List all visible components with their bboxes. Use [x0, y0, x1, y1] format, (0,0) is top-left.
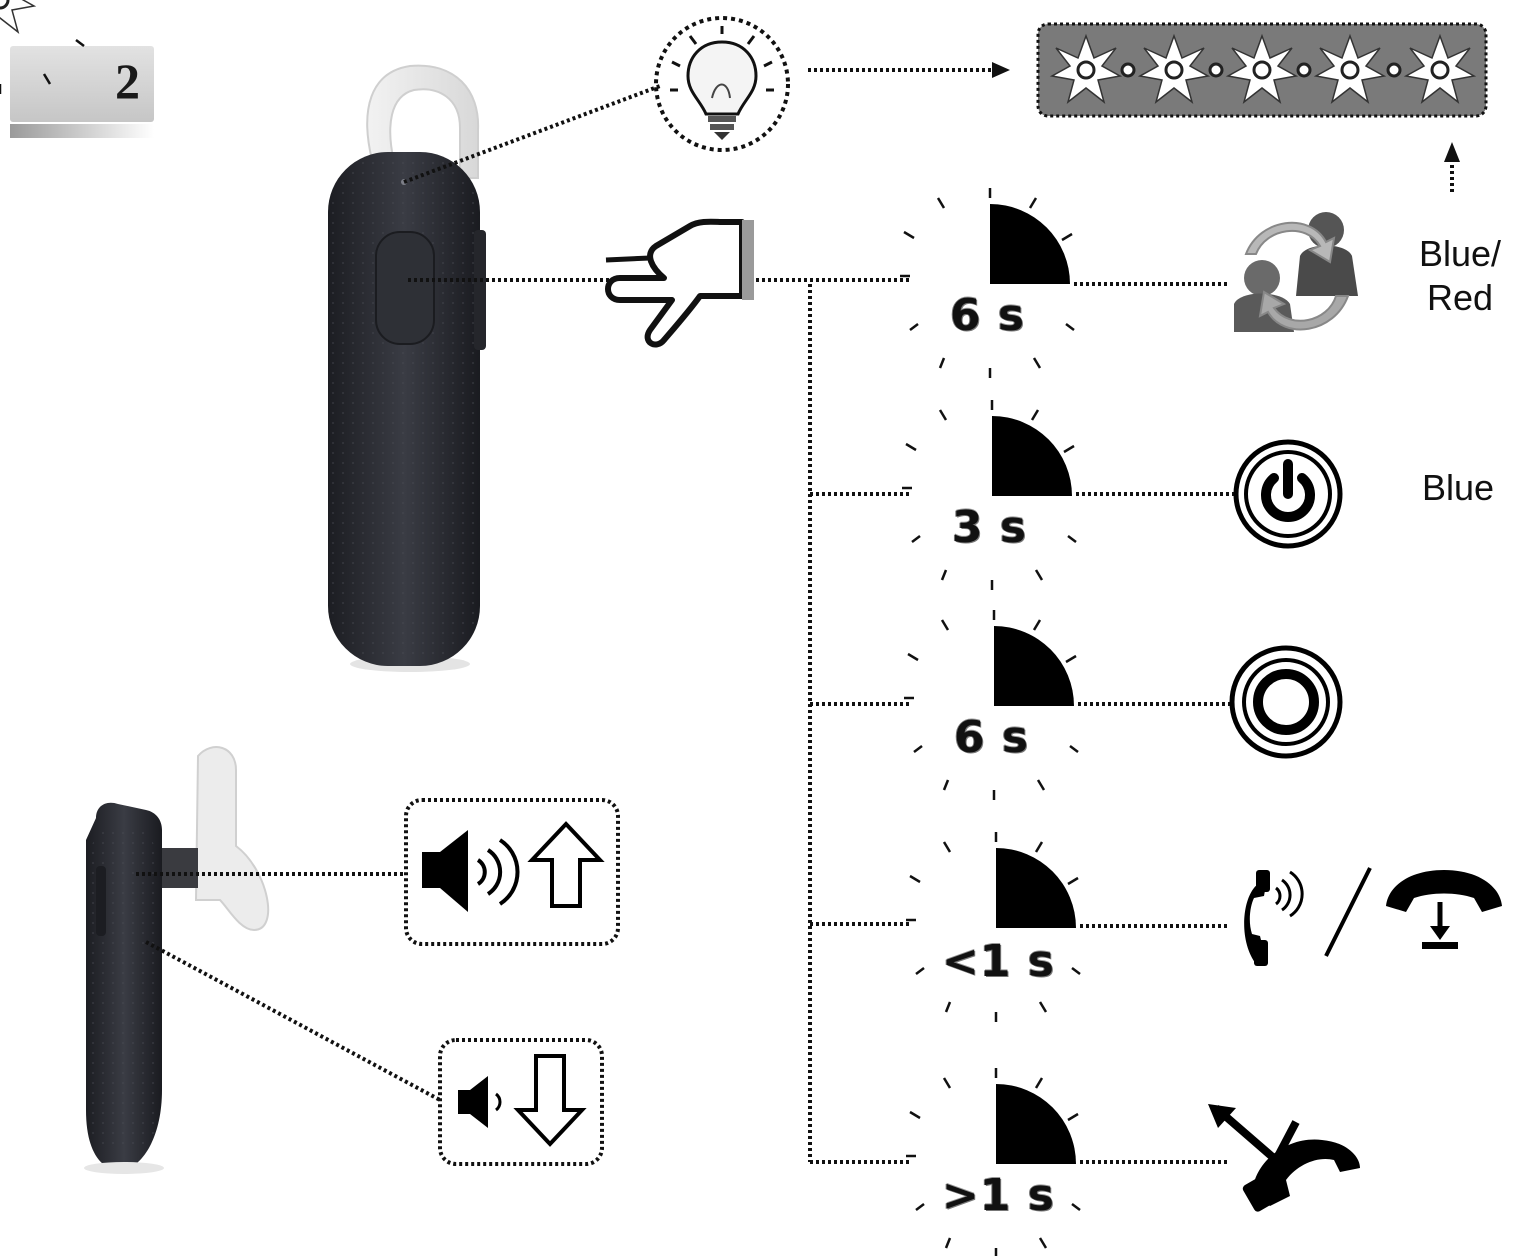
- page-number: 2: [115, 53, 140, 109]
- led-flash-panel: [0, 0, 1488, 118]
- headset-side: [84, 746, 270, 1174]
- multifunction-button: [375, 231, 435, 345]
- power-on-icon: [1233, 439, 1343, 549]
- duration-label-1: 6 s: [950, 290, 1026, 341]
- timer-icon: [0, 39, 85, 94]
- duration-label-5: >1 s: [942, 1170, 1055, 1221]
- page-badge: 2: [10, 46, 154, 122]
- led-color-label-1-line2: Red: [1426, 277, 1494, 318]
- volume-down-icon: [458, 1054, 587, 1147]
- flash-star-icon: [0, 0, 37, 34]
- answer-end-call-icon: [1244, 867, 1502, 966]
- ear-hook: [366, 64, 480, 179]
- headset-front: [328, 64, 486, 672]
- connector-lines: [136, 68, 1454, 1164]
- light-bulb-icon: [654, 16, 790, 152]
- power-off-icon: [1229, 645, 1343, 759]
- pointing-hand-icon: [605, 218, 754, 348]
- pairing-icon: [1234, 212, 1358, 332]
- led-color-label-1-line1: Blue/: [1418, 233, 1502, 274]
- led-color-label-2: Blue: [1421, 467, 1495, 508]
- reject-call-icon: [1208, 1104, 1360, 1212]
- duration-label-4: <1 s: [942, 936, 1055, 987]
- page-badge-gradient: [10, 124, 154, 138]
- duration-label-2: 3 s: [952, 502, 1028, 553]
- duration-label-3: 6 s: [954, 712, 1030, 763]
- led-color-label-1: Blue/ Red: [1400, 232, 1520, 320]
- volume-up-icon: [422, 821, 605, 912]
- ear-gel: [194, 746, 270, 932]
